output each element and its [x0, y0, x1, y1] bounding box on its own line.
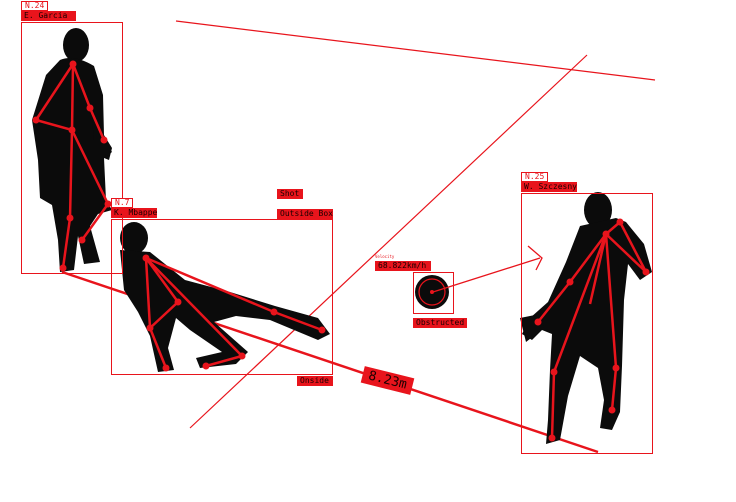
- event-tag-outside-box: Outside Box: [277, 209, 333, 219]
- joints-mbappe: [142, 254, 326, 372]
- status-tag-onside: Onside: [297, 376, 333, 386]
- player-number-mbappe: N.7: [111, 198, 134, 208]
- ball-trajectory-arrow: [432, 245, 543, 293]
- joints-garcia: [32, 60, 112, 272]
- ball: [415, 275, 449, 309]
- bounding-box-szczesny[interactable]: [521, 193, 653, 454]
- bounding-box-garcia[interactable]: [21, 22, 123, 274]
- player-name-garcia: E. Garcia: [21, 11, 76, 21]
- player-number-szczesny: N.25: [521, 172, 549, 182]
- player-number-garcia: N.24: [21, 1, 49, 11]
- player-silhouette-mbappe: [120, 222, 330, 372]
- ball-velocity-value: 68.822km/h: [375, 261, 431, 271]
- bounding-box-mbappe[interactable]: [111, 219, 333, 375]
- ball-velocity-label: Velocity: [375, 254, 395, 259]
- ball-status-obstructed: Obstructed: [413, 318, 467, 328]
- bounding-box-ball[interactable]: [413, 272, 454, 314]
- event-tag-shot: Shot: [277, 189, 303, 199]
- player-name-szczesny: W. Szczesny: [521, 182, 577, 192]
- pitch-line-diagonal: [189, 54, 588, 429]
- joints-szczesny: [534, 218, 650, 442]
- pitch-line-top: [175, 20, 656, 81]
- player-name-mbappe: K. Mbappe: [111, 208, 157, 218]
